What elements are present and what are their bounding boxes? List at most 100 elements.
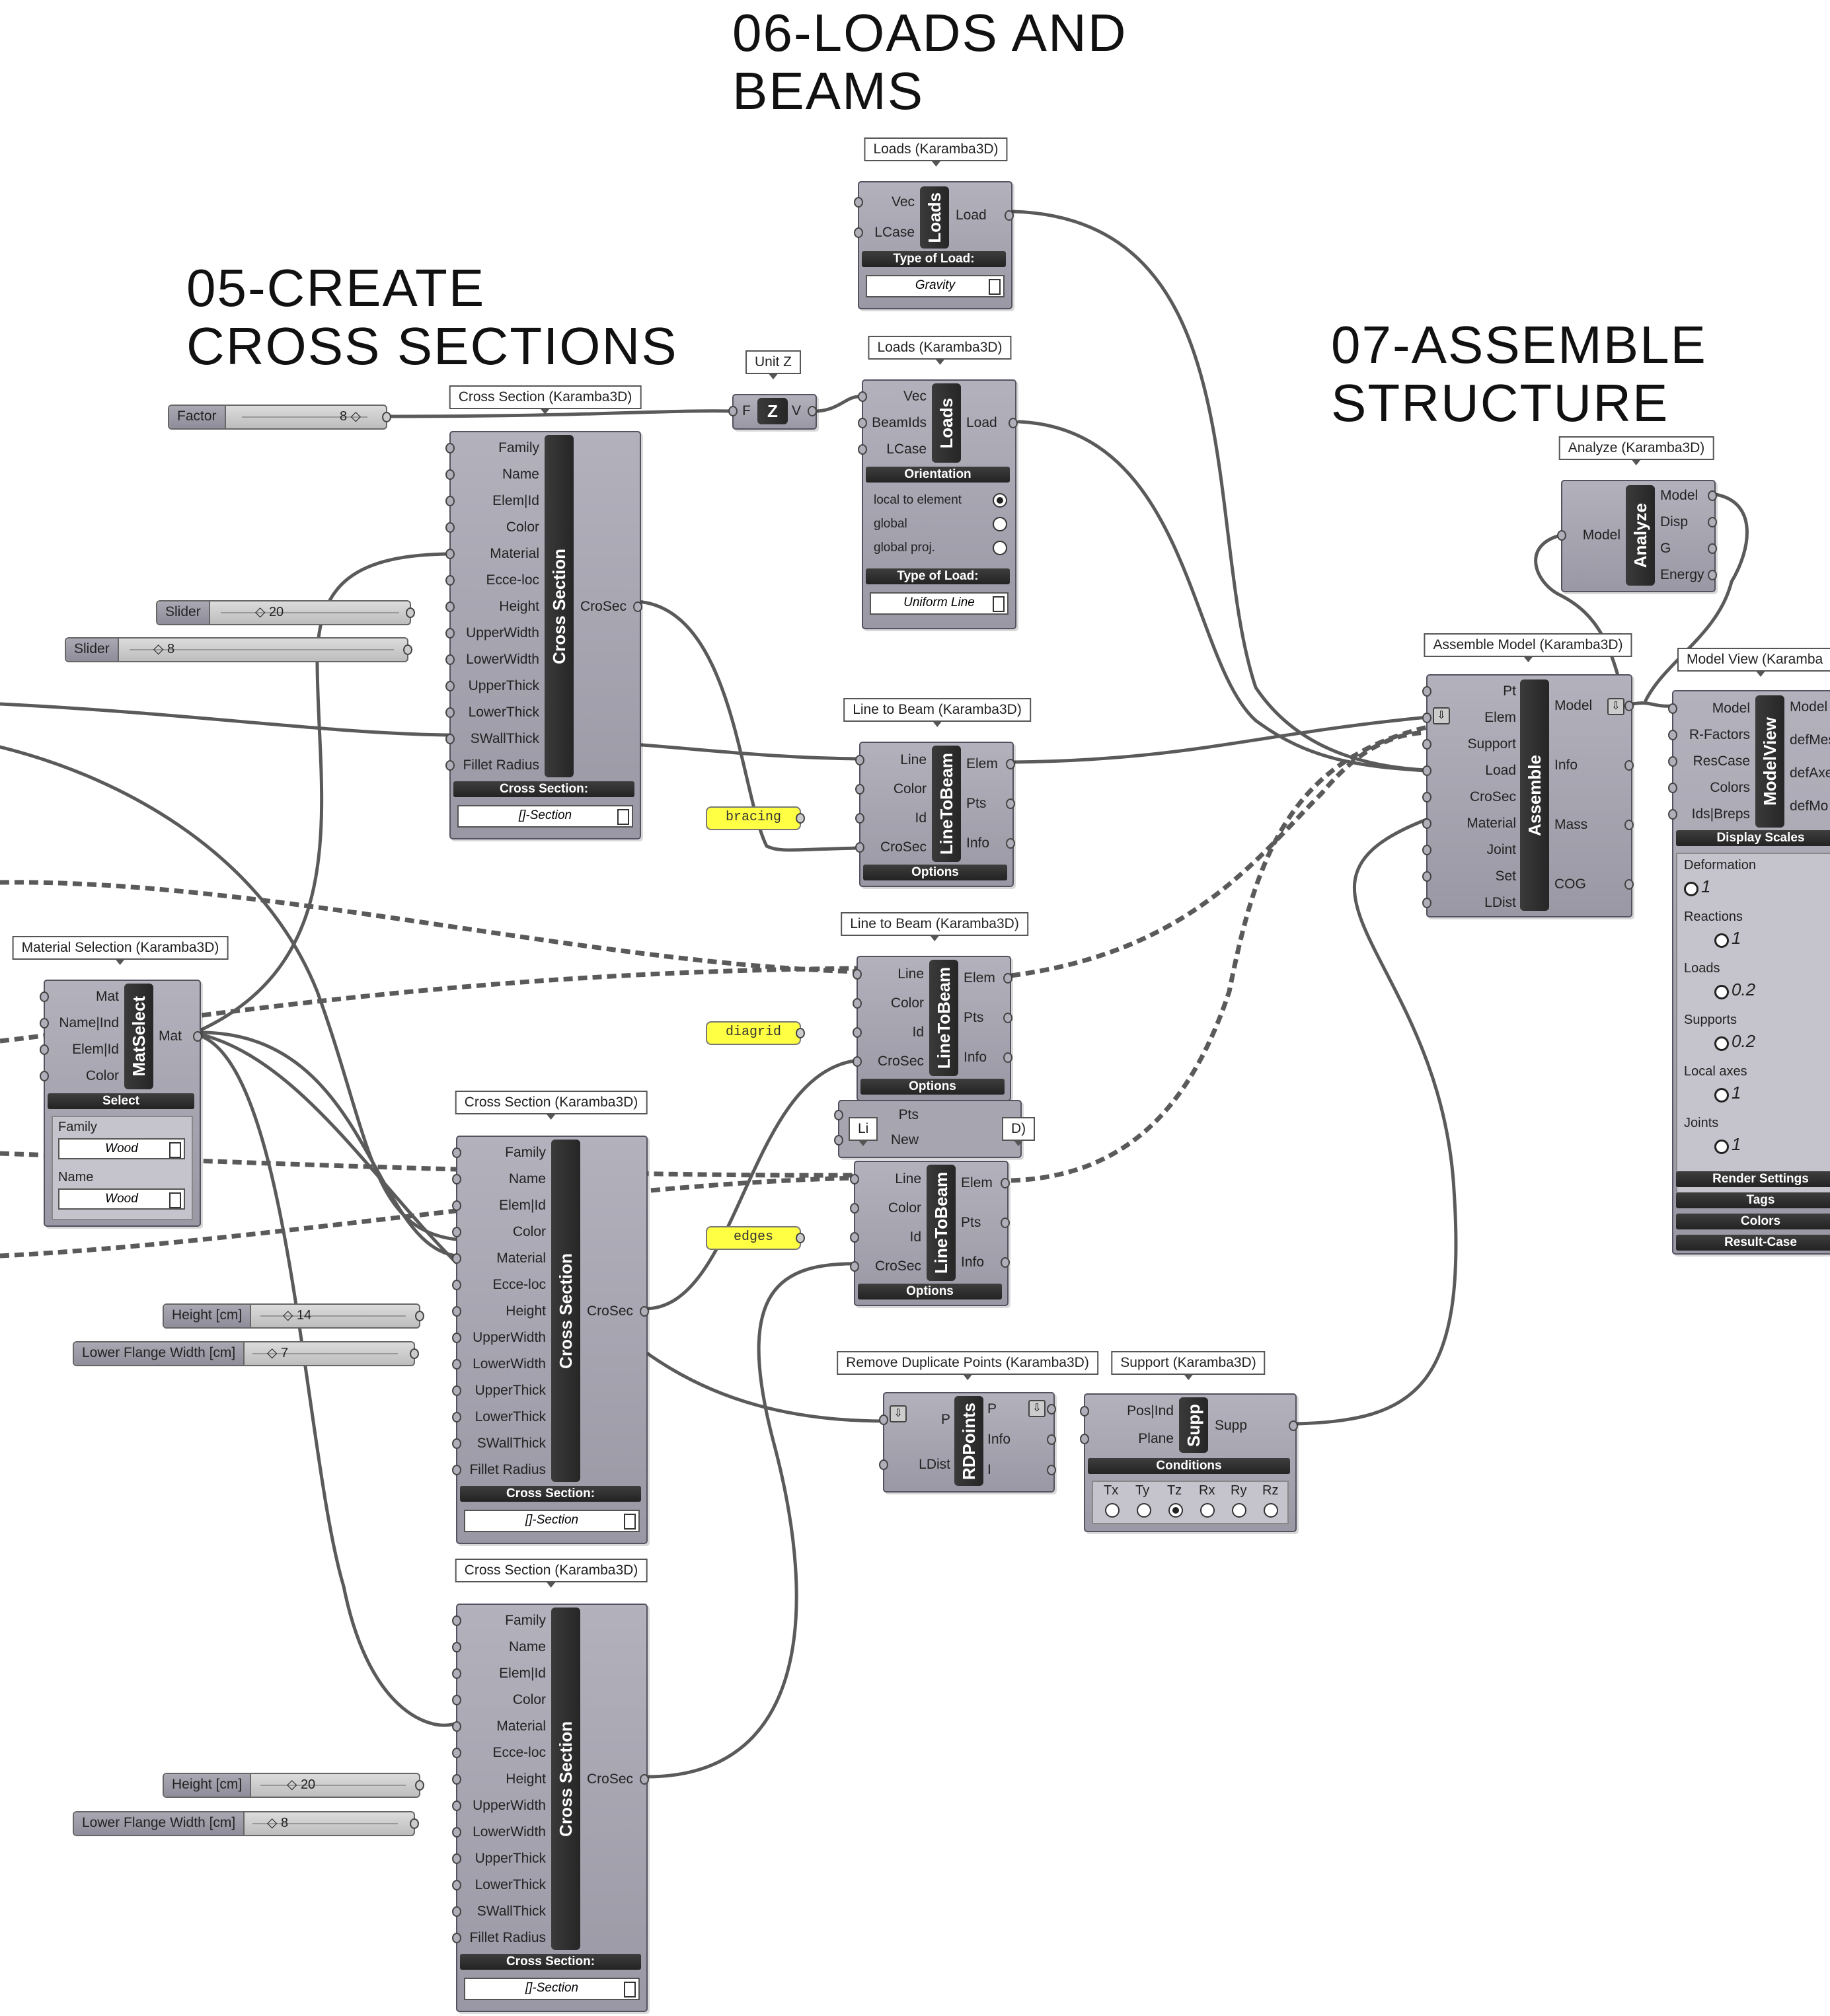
pin-color[interactable]: Color bbox=[452, 1687, 546, 1713]
pin-p[interactable]: P bbox=[879, 1407, 950, 1433]
pin-elem-id[interactable]: Elem|Id bbox=[452, 1192, 546, 1219]
pin-elem[interactable]: Elem bbox=[1422, 705, 1516, 731]
colors-header[interactable]: Colors bbox=[1676, 1214, 1830, 1229]
output-def-mesh[interactable]: defMes bbox=[1790, 732, 1830, 748]
pin-swall-thick[interactable]: SWallThick bbox=[452, 1898, 546, 1925]
pin-ecce-loc[interactable]: Ecce-loc bbox=[452, 1740, 546, 1766]
display-scales-header[interactable]: Display Scales bbox=[1676, 830, 1830, 846]
line-loads-component[interactable]: Vec BeamIds LCase Loads Load Orientation… bbox=[858, 379, 1018, 629]
slider-8[interactable]: Slider ◇ 8 bbox=[65, 637, 412, 662]
pin-model[interactable]: Model bbox=[1554, 693, 1634, 719]
pin-ecce-loc[interactable]: Ecce-loc bbox=[452, 1272, 546, 1298]
pin-name[interactable]: Name bbox=[452, 1166, 546, 1192]
pin-crosec[interactable]: CroSec bbox=[580, 594, 642, 620]
pin-family[interactable]: Family bbox=[452, 1608, 546, 1634]
pin-color[interactable]: Color bbox=[855, 775, 927, 804]
pin-ecce-loc[interactable]: Ecce-loc bbox=[445, 567, 539, 594]
pin-upper-width[interactable]: UpperWidth bbox=[452, 1325, 546, 1351]
pin-pts[interactable]: Pts bbox=[834, 1103, 919, 1128]
pin-crosec[interactable]: CroSec bbox=[850, 1252, 921, 1281]
pin-vec[interactable]: Vec bbox=[854, 189, 915, 215]
pin-model-out[interactable]: Model bbox=[1660, 483, 1717, 509]
line-to-beam-component-1[interactable]: Line Color Id CroSec LineToBeam Elem Pts… bbox=[855, 742, 1015, 887]
pin-lower-thick[interactable]: LowerThick bbox=[452, 1872, 546, 1898]
pin-support[interactable]: Support bbox=[1422, 731, 1516, 757]
dof-toggle-tx[interactable] bbox=[1105, 1503, 1120, 1518]
pin-mass[interactable]: Mass bbox=[1554, 812, 1634, 838]
scale-knob[interactable] bbox=[1714, 933, 1729, 948]
pin-material[interactable]: Material bbox=[452, 1713, 546, 1740]
dof-toggle-ty[interactable] bbox=[1137, 1503, 1151, 1518]
pin-pts[interactable]: Pts bbox=[961, 1208, 1010, 1237]
load-type-dropdown[interactable]: Gravity bbox=[866, 275, 1005, 297]
pin-energy[interactable]: Energy bbox=[1660, 562, 1717, 588]
cross-section-component-2[interactable]: Family Name Elem|Id Color Material Ecce-… bbox=[452, 1136, 649, 1544]
pin-id[interactable]: Id bbox=[850, 1223, 921, 1252]
pin-v[interactable]: V bbox=[792, 398, 817, 424]
load-type-dropdown[interactable]: Uniform Line bbox=[870, 592, 1009, 615]
pin-g[interactable]: G bbox=[1660, 535, 1717, 562]
pin-new[interactable]: New bbox=[834, 1128, 919, 1153]
pin-crosec[interactable]: CroSec bbox=[853, 1047, 924, 1076]
pin-family[interactable]: Family bbox=[452, 1140, 546, 1166]
dof-toggle-rx[interactable] bbox=[1200, 1503, 1215, 1518]
dof-toggle-ry[interactable] bbox=[1232, 1503, 1246, 1518]
line-to-beam-component-3[interactable]: Line Color Id CroSec LineToBeam Elem Pts… bbox=[850, 1161, 1010, 1306]
pin-material[interactable]: Material bbox=[445, 541, 539, 567]
pin-beam-ids[interactable]: BeamIds bbox=[858, 410, 927, 436]
scale-knob[interactable] bbox=[1714, 1036, 1729, 1051]
pin-upper-width[interactable]: UpperWidth bbox=[452, 1793, 546, 1819]
pin-crosec[interactable]: CroSec bbox=[587, 1298, 649, 1325]
pin-model[interactable]: Model bbox=[1557, 522, 1620, 549]
pin-info[interactable]: Info bbox=[964, 1043, 1012, 1072]
pin-p-out[interactable]: P bbox=[987, 1396, 1056, 1422]
support-component[interactable]: Pos|Ind Plane Supp Supp Conditions Tx Ty… bbox=[1080, 1393, 1298, 1532]
orientation-radio[interactable] bbox=[993, 493, 1007, 508]
diagrid-panel[interactable]: diagrid bbox=[706, 1021, 805, 1045]
pin-color[interactable]: Color bbox=[850, 1194, 921, 1223]
result-case-header[interactable]: Result-Case bbox=[1676, 1235, 1830, 1251]
pin-color[interactable]: Color bbox=[853, 989, 924, 1018]
pin-crosec[interactable]: CroSec bbox=[587, 1766, 649, 1793]
output-model[interactable]: Model bbox=[1790, 699, 1828, 715]
pin-lower-thick[interactable]: LowerThick bbox=[445, 699, 539, 726]
pin-name[interactable]: Name bbox=[452, 1634, 546, 1660]
cross-section-component-3[interactable]: Family Name Elem|Id Color Material Ecce-… bbox=[452, 1604, 649, 2012]
pin-colors[interactable]: Colors bbox=[1668, 775, 1750, 801]
pin-name-ind[interactable]: Name|Ind bbox=[40, 1010, 119, 1036]
pin-line[interactable]: Line bbox=[850, 1165, 921, 1194]
pin-elem[interactable]: Elem bbox=[966, 750, 1015, 779]
cross-section-dropdown[interactable]: []-Section bbox=[457, 805, 633, 828]
bracing-panel[interactable]: bracing bbox=[706, 806, 805, 830]
flange-slider-7[interactable]: Lower Flange Width [cm] ◇ 7 bbox=[73, 1341, 419, 1366]
pin-set[interactable]: Set bbox=[1422, 863, 1516, 890]
pin-lcase[interactable]: LCase bbox=[858, 436, 927, 463]
analyze-component[interactable]: Model Analyze Model Disp G Energy bbox=[1557, 480, 1717, 592]
pin-upper-thick[interactable]: UpperThick bbox=[452, 1845, 546, 1872]
pin-rescase[interactable]: ResCase bbox=[1668, 748, 1750, 775]
pin-r-factors[interactable]: R-Factors bbox=[1668, 722, 1750, 748]
pin-model[interactable]: Model bbox=[1668, 695, 1750, 722]
scale-knob[interactable] bbox=[1714, 985, 1729, 999]
pin-joint[interactable]: Joint bbox=[1422, 837, 1516, 863]
pin-f[interactable]: F bbox=[728, 398, 751, 424]
cross-section-component-1[interactable]: Family Name Elem|Id Color Material Ecce-… bbox=[445, 431, 642, 839]
pin-id[interactable]: Id bbox=[853, 1018, 924, 1047]
pin-ldist[interactable]: LDist bbox=[879, 1452, 950, 1478]
pin-load[interactable]: Load bbox=[956, 202, 1014, 229]
name-dropdown[interactable]: Wood bbox=[58, 1188, 185, 1210]
pin-pos-ind[interactable]: Pos|Ind bbox=[1080, 1397, 1174, 1425]
pin-family[interactable]: Family bbox=[445, 435, 539, 461]
pin-plane[interactable]: Plane bbox=[1080, 1425, 1174, 1453]
pin-name[interactable]: Name bbox=[445, 461, 539, 488]
render-settings-header[interactable]: Render Settings bbox=[1676, 1171, 1830, 1187]
dof-toggle-rz[interactable] bbox=[1264, 1503, 1278, 1518]
pin-line[interactable]: Line bbox=[855, 746, 927, 775]
pin-color[interactable]: Color bbox=[445, 514, 539, 541]
pin-color[interactable]: Color bbox=[40, 1063, 119, 1089]
pin-upper-thick[interactable]: UpperThick bbox=[452, 1377, 546, 1404]
slider-20[interactable]: Slider ◇ 20 bbox=[156, 600, 415, 625]
dof-toggle-tz[interactable] bbox=[1168, 1503, 1183, 1518]
height-slider-20[interactable]: Height [cm] ◇ 20 bbox=[163, 1773, 424, 1798]
pin-height[interactable]: Height bbox=[445, 594, 539, 620]
